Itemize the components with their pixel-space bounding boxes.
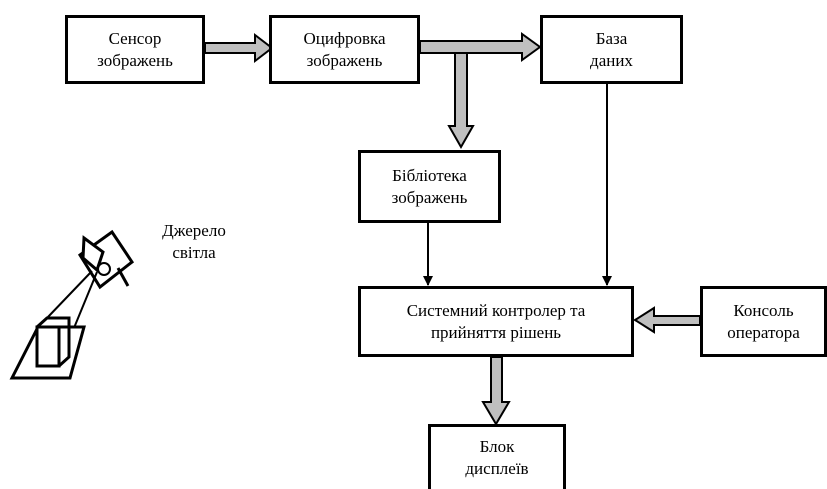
database-label: База даних [590, 28, 633, 70]
digitization-label: Оцифровка зображень [303, 28, 386, 70]
arrow-sensor-to-digitization [204, 32, 274, 64]
arrow-console-to-controller [633, 306, 701, 334]
controller-block: Системний контролер та прийняття рішень [358, 286, 634, 357]
camera-light-source-icon [9, 229, 135, 380]
digitization-block: Оцифровка зображень [269, 15, 420, 84]
arrow-digitization-to-database [419, 32, 542, 62]
sensor-label: Сенсор зображень [97, 28, 173, 70]
database-block: База даних [540, 15, 683, 84]
console-block: Консоль оператора [700, 286, 827, 357]
library-label: Бібліотека зображень [391, 165, 468, 207]
controller-label: Системний контролер та прийняття рішень [406, 300, 586, 342]
light-source-label: Джерело світла [162, 221, 226, 262]
arrow-controller-to-display [481, 356, 511, 426]
display-block: Блок дисплеїв [428, 424, 566, 489]
arrow-digitization-to-library [447, 52, 475, 150]
library-block: Бібліотека зображень [358, 150, 501, 223]
console-label: Консоль оператора [727, 300, 800, 342]
display-label: Блок дисплеїв [465, 437, 529, 478]
sensor-block: Сенсор зображень [65, 15, 205, 84]
